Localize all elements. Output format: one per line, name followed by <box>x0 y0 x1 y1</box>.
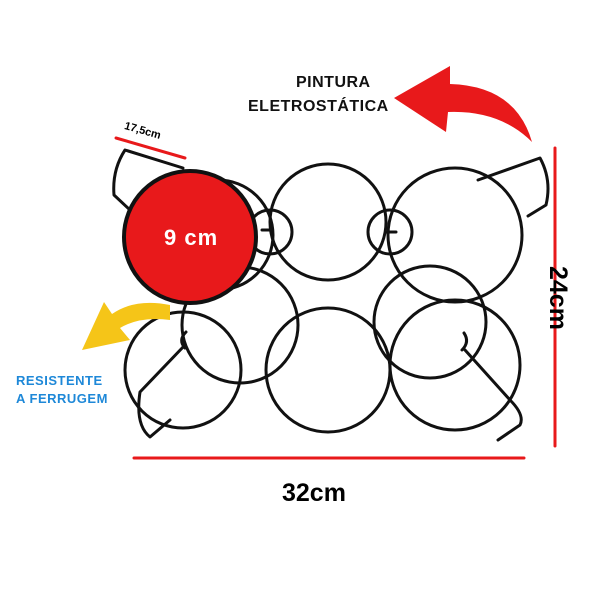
slot-width-line <box>114 136 187 160</box>
coating-label-line2: ELETROSTÁTICA <box>248 98 389 115</box>
width-label: 32cm <box>282 479 346 507</box>
height-label: 24cm <box>544 266 572 330</box>
slot-diameter-label: 9 cm <box>164 225 219 250</box>
curved-arrow-down-left-icon <box>82 302 170 350</box>
coating-label-line1: PINTURA <box>296 74 371 91</box>
wine-rack-rings <box>123 162 524 434</box>
rust-label-line1: RESISTENTE <box>16 373 103 388</box>
highlighted-slot <box>122 169 258 305</box>
rust-label-line2: A FERRUGEM <box>16 391 108 406</box>
curved-arrow-left-icon <box>394 66 532 142</box>
